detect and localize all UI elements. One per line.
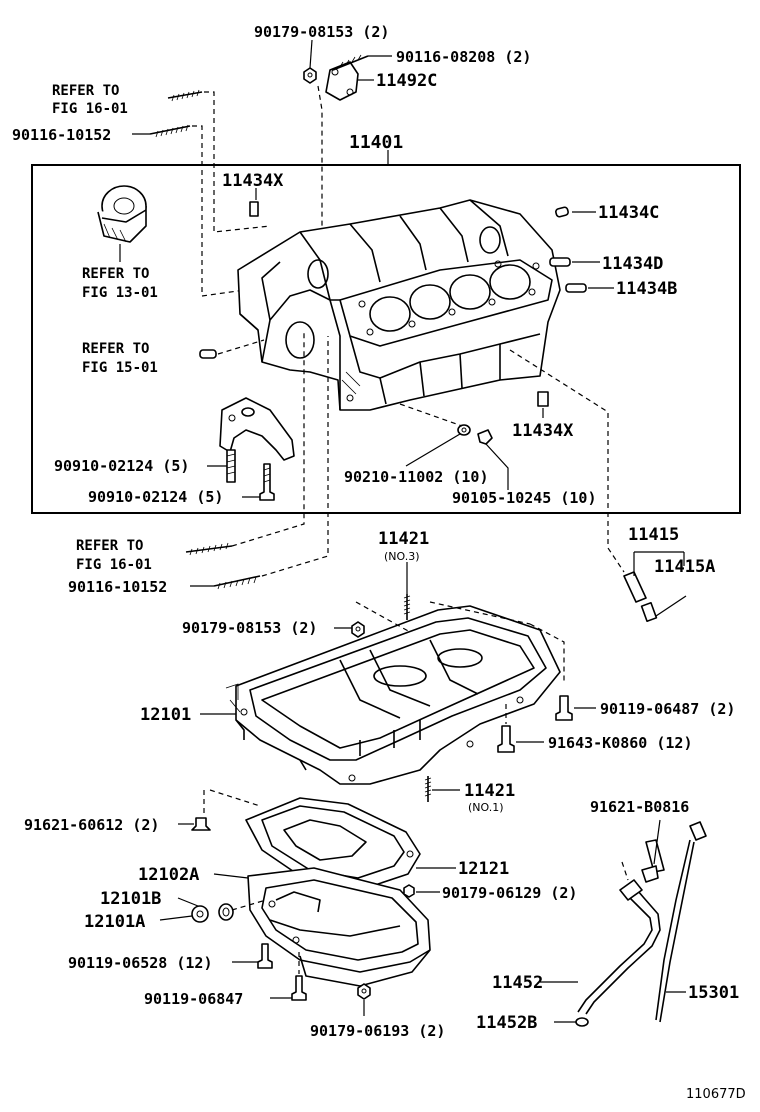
label-11415A: 11415A [654, 557, 715, 577]
sensor-11415 [623, 571, 658, 623]
stud-refer-16-01-top [167, 89, 203, 102]
label-11492C: 11492C [376, 71, 437, 91]
label-refer-13-01: REFER TO [82, 266, 149, 282]
label-90116-10152-bottom: 90116-10152 [68, 578, 167, 596]
label-90179-06129: 90179-06129 (2) [442, 884, 577, 902]
label-12102A: 12102A [138, 865, 199, 885]
plug-11492C [325, 61, 359, 101]
label-11421-no3: 11421 [378, 529, 429, 549]
label-11401: 11401 [349, 132, 403, 153]
label-91643-K0860: 91643-K0860 (12) [548, 734, 693, 752]
label-refer-16-01-bottom-fig: FIG 16-01 [76, 557, 152, 573]
label-91621-B0816: 91621-B0816 [590, 798, 689, 816]
label-90179-08153-top: 90179-08153 (2) [254, 23, 389, 41]
bolt-90910-02124-b [259, 463, 275, 501]
label-11421-no1: 11421 [464, 781, 515, 801]
label-90105-10245: 90105-10245 (10) [452, 489, 597, 507]
bolt-90119-06528 [257, 943, 273, 969]
pin-11434X-top [249, 201, 259, 217]
pin-11434B [565, 283, 587, 293]
label-refer-15-01-fig: FIG 15-01 [82, 360, 158, 376]
label-refer-16-01-bottom: REFER TO [76, 538, 143, 554]
label-90179-08153-mid: 90179-08153 (2) [182, 619, 317, 637]
label-11415: 11415 [628, 525, 679, 545]
label-11434D: 11434D [602, 254, 663, 274]
stud-90116-08208 [332, 54, 369, 71]
diagram-id: 110677D [686, 1087, 746, 1102]
label-11421-no3-sub: (NO.3) [384, 550, 420, 563]
label-15301: 15301 [688, 983, 739, 1003]
label-90119-06847: 90119-06847 [144, 990, 243, 1008]
dipstick-guide-11452 [577, 839, 665, 1015]
pin-refer-15-01 [199, 349, 217, 359]
bolt-90119-06487 [555, 695, 573, 721]
label-90119-06528: 90119-06528 (12) [68, 954, 213, 972]
label-91621-60612: 91621-60612 (2) [24, 816, 159, 834]
pin-11434X-bottom [537, 391, 549, 407]
gasket-12101A [218, 903, 234, 921]
cylinder-block-11401 [237, 199, 561, 411]
label-90910-02124-b: 90910-02124 (5) [88, 488, 223, 506]
bolt-91621-60612 [191, 817, 211, 831]
pin-11434C [555, 206, 569, 218]
label-11434C: 11434C [598, 203, 659, 223]
nut-90179-08153-mid [351, 621, 365, 638]
stud-90116-10152-top [149, 124, 191, 138]
oil-filter-bracket [97, 185, 147, 243]
label-11452: 11452 [492, 973, 543, 993]
label-11434X-top: 11434X [222, 171, 284, 191]
block-assembly-frame [31, 164, 741, 514]
drain-plug-12101B [191, 905, 209, 923]
baffle-plate-12121 [245, 797, 421, 891]
label-12101A: 12101A [84, 912, 145, 932]
label-refer-16-01-top: REFER TO [52, 83, 119, 99]
nut-90179-06129 [403, 884, 415, 898]
label-90179-06193: 90179-06193 (2) [310, 1022, 445, 1040]
label-11434X-bottom: 11434X [512, 421, 574, 441]
label-refer-16-01-top-fig: FIG 16-01 [52, 101, 128, 117]
label-90116-08208: 90116-08208 (2) [396, 48, 531, 66]
dipstick-15301 [655, 821, 707, 1023]
label-12101B: 12101B [100, 889, 161, 909]
stud-refer-16-01-bottom [185, 542, 233, 556]
label-refer-15-01: REFER TO [82, 341, 149, 357]
bolt-91643-K0860 [497, 725, 515, 753]
label-12121: 12121 [458, 859, 509, 879]
gasket-90210-11002 [457, 424, 471, 436]
label-90210-11002: 90210-11002 (10) [344, 468, 489, 486]
stud-11421-no1 [424, 776, 432, 802]
label-11452B: 11452B [476, 1013, 537, 1033]
oil-pan-12102A [247, 867, 431, 987]
label-11421-no1-sub: (NO.1) [468, 801, 504, 814]
nut-90179-06193 [357, 983, 371, 1000]
stud-11421-no3 [403, 594, 411, 620]
stud-90116-10152-bottom [213, 575, 261, 590]
label-12101: 12101 [140, 705, 191, 725]
pin-11434D [549, 257, 571, 267]
label-refer-13-01-fig: FIG 13-01 [82, 285, 158, 301]
label-90910-02124-a: 90910-02124 (5) [54, 457, 189, 475]
label-11434B: 11434B [616, 279, 677, 299]
bolt-90119-06847 [291, 975, 307, 1001]
label-90119-06487: 90119-06487 (2) [600, 700, 735, 718]
nut-90179-08153-top [303, 67, 317, 84]
o-ring-11452B [575, 1017, 589, 1027]
plug-90105-10245 [477, 429, 493, 445]
label-90116-10152-top: 90116-10152 [12, 126, 111, 144]
bolt-91621-B0816 [641, 865, 659, 883]
bolt-90910-02124-a [226, 449, 236, 483]
